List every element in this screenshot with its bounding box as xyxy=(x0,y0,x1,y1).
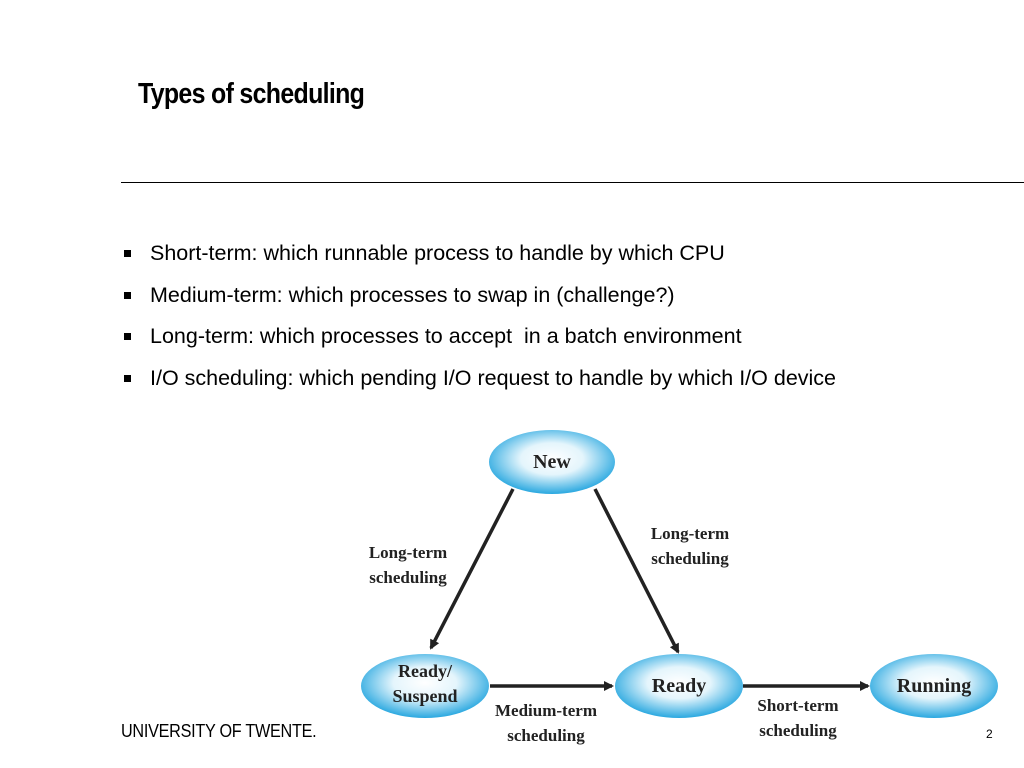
label-short-term-line2: scheduling xyxy=(759,721,837,740)
label-medium-term-line1: Medium-term xyxy=(495,701,597,720)
label-right-long-term-line2: scheduling xyxy=(651,549,729,568)
bullet-text: I/O scheduling: which pending I/O reques… xyxy=(150,365,837,390)
bullet-item: Medium-term: which processes to swap in … xyxy=(120,280,836,322)
state-running-label: Running xyxy=(897,675,972,697)
bullet-item: Short-term: which runnable process to ha… xyxy=(120,238,836,280)
page-number: 2 xyxy=(986,727,993,741)
bullet-square-icon xyxy=(124,250,131,257)
bullet-text: Medium-term: which processes to swap in … xyxy=(150,282,675,307)
state-new: New xyxy=(489,430,615,494)
bullet-text: Short-term: which runnable process to ha… xyxy=(150,241,725,265)
bullet-list: Short-term: which runnable process to ha… xyxy=(120,238,836,404)
label-right-long-term-line1: Long-term xyxy=(651,524,729,543)
bullet-square-icon xyxy=(124,291,131,299)
state-ready-suspend: Ready/ Suspend xyxy=(361,654,489,718)
state-running: Running xyxy=(870,654,998,718)
state-ready-label: Ready xyxy=(652,675,706,697)
bullet-square-icon xyxy=(124,374,131,382)
label-medium-term-line2: scheduling xyxy=(507,726,585,745)
state-ready: Ready xyxy=(615,654,743,718)
slide-title: Types of scheduling xyxy=(138,78,365,110)
bullet-text: Long-term: which processes to accept in … xyxy=(150,324,742,348)
state-ready-suspend-label-line2: Suspend xyxy=(392,686,457,706)
state-ready-suspend-label-line1: Ready/ xyxy=(398,661,453,681)
arrow-new-to-ready xyxy=(593,488,680,654)
state-new-label: New xyxy=(533,451,571,473)
bullet-item: I/O scheduling: which pending I/O reques… xyxy=(120,363,836,405)
bullet-square-icon xyxy=(124,333,131,340)
university-logo: UNIVERSITY OF TWENTE. xyxy=(121,721,317,741)
title-divider xyxy=(121,182,1024,183)
bullet-item: Long-term: which processes to accept in … xyxy=(120,321,836,363)
label-left-long-term-line2: scheduling xyxy=(369,568,447,587)
arrow-new-to-ready-suspend xyxy=(429,488,515,650)
label-left-long-term-line1: Long-term xyxy=(369,543,447,562)
label-short-term-line1: Short-term xyxy=(757,696,838,715)
